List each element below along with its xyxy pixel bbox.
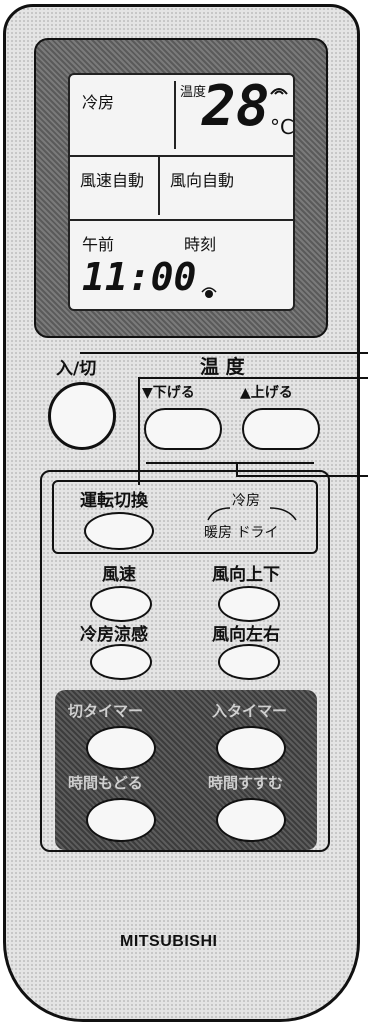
- lcd-divider: [158, 157, 160, 215]
- off-timer-button[interactable]: [86, 726, 156, 770]
- mode-indicator: 冷房: [82, 93, 115, 112]
- callout-line: [146, 462, 314, 464]
- lcd-divider: [174, 81, 176, 149]
- vane-leftright-label: 風向左右: [212, 625, 280, 645]
- vane-leftright-button[interactable]: [218, 644, 280, 680]
- lcd-rule: [70, 155, 293, 157]
- temp-up-label: ▲上げる: [240, 385, 293, 401]
- mode-cycle-arrows-icon: [207, 507, 297, 521]
- clock-label: 時刻: [184, 235, 217, 254]
- temp-down-button[interactable]: [144, 408, 222, 450]
- temp-group: [140, 378, 315, 380]
- fan-speed-label: 風速: [102, 565, 136, 585]
- vane-mode: 風向自動: [170, 171, 235, 190]
- cool-feel-button[interactable]: [90, 644, 152, 680]
- temp-down-label: ▼下げる: [142, 385, 195, 401]
- time-forward-label: 時間すすむ: [208, 774, 284, 792]
- callout-line: [138, 377, 368, 379]
- off-timer-label: 切タイマー: [68, 702, 144, 720]
- mode-cycle-bottom: 暖房 ドライ: [204, 525, 279, 541]
- temp-up-button[interactable]: [242, 408, 320, 450]
- fan-speed-button[interactable]: [90, 586, 152, 622]
- lower-panel: [40, 470, 330, 852]
- on-timer-button[interactable]: [216, 726, 286, 770]
- temp-unit: °C: [270, 115, 294, 139]
- power-label: 入/切: [56, 359, 97, 379]
- callout-line: [236, 475, 368, 477]
- time-forward-button[interactable]: [216, 798, 286, 842]
- on-timer-label: 入タイマー: [212, 702, 288, 720]
- time-back-button[interactable]: [86, 798, 156, 842]
- clock-time: 11:00: [82, 255, 197, 299]
- mode-group: [52, 480, 318, 554]
- transmit-icon: [201, 287, 217, 298]
- lcd-rule: [70, 219, 293, 221]
- temperature-title: 温 度: [200, 356, 245, 378]
- temperature-value: 28: [202, 74, 270, 139]
- vane-updown-label: 風向上下: [212, 565, 280, 585]
- brand-logo: MITSUBISHI: [120, 933, 218, 950]
- callout-line: [80, 352, 368, 354]
- callout-line: [236, 462, 238, 476]
- cool-feel-label: 冷房涼感: [80, 625, 148, 645]
- ampm-indicator: 午前: [82, 235, 115, 254]
- time-back-label: 時間もどる: [68, 774, 143, 792]
- signal-icon: [270, 88, 288, 95]
- mode-cycle-top: 冷房: [232, 493, 260, 509]
- temp-label: 温度: [180, 85, 207, 100]
- mode-switch-button[interactable]: [84, 512, 154, 550]
- fan-mode: 風速自動: [80, 171, 145, 190]
- power-button[interactable]: [48, 382, 116, 450]
- mode-switch-label: 運転切換: [80, 491, 148, 511]
- callout-line: [138, 377, 140, 485]
- vane-updown-button[interactable]: [218, 586, 280, 622]
- lcd-display: 冷房 温度 28 °C 風速自動 風向自動 午前 時刻 11:00: [68, 73, 295, 311]
